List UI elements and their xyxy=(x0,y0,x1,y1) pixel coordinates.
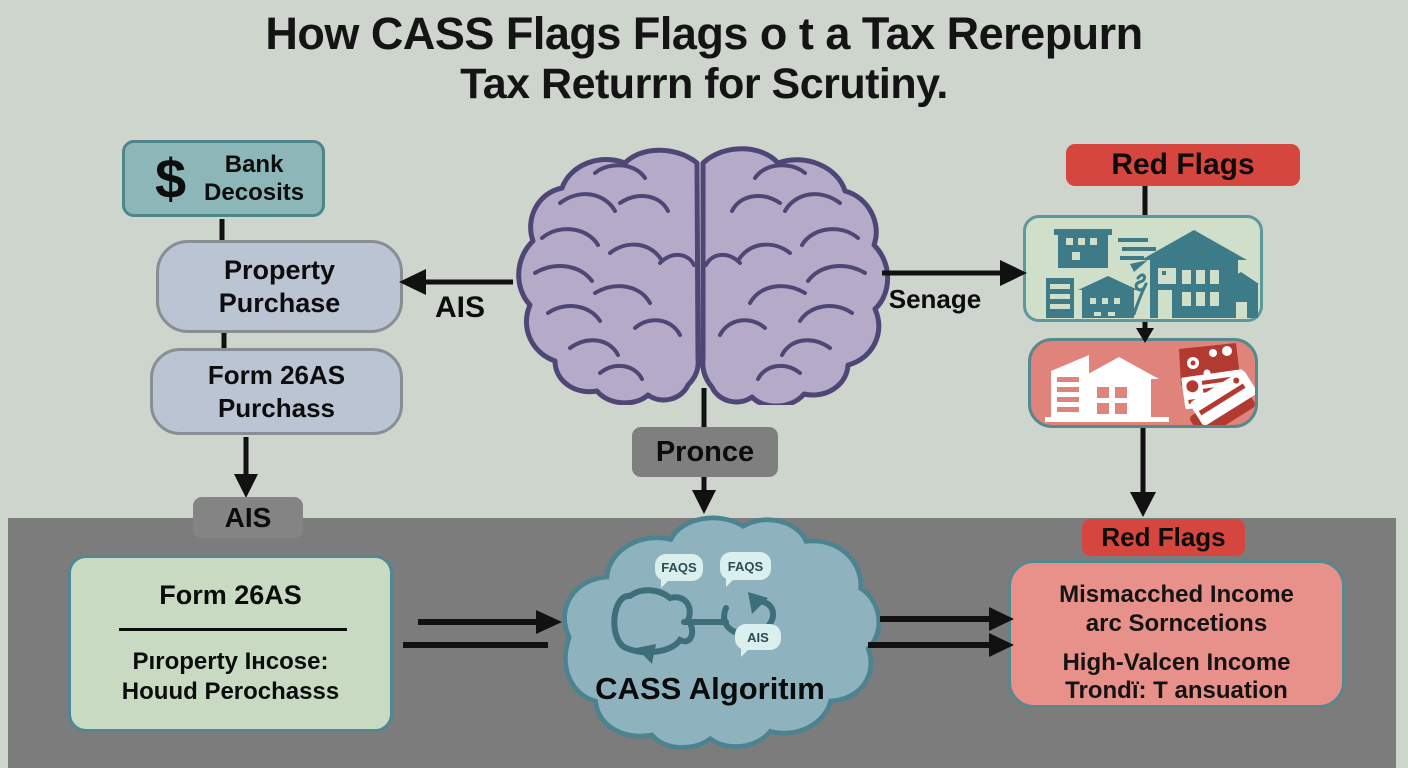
dollar-icon: $ xyxy=(155,146,187,210)
ais-arrow-label: AIS xyxy=(434,291,485,324)
page-title-line1: How CASS Flags Flags o t a Tax Rerepurn xyxy=(265,8,1143,59)
high-value-assets-box xyxy=(1023,215,1263,322)
cass-algorithm-label: CASS Algoritım xyxy=(595,671,825,706)
brain-left-hemisphere xyxy=(516,147,701,405)
data-sources-box: Form 26AS Pıroperty Iнcose: Houud Peroch… xyxy=(68,555,393,732)
red-flags-detail-box: Mismacched Income arc Sorncetions High-V… xyxy=(1008,560,1345,708)
pronce-chip: Pronce xyxy=(632,427,778,477)
form-26as-box: Form 26AS Purchass xyxy=(150,348,403,435)
data-sources-line1: Pıroperty Iнcose: xyxy=(132,648,329,675)
brain-illustration xyxy=(516,146,891,405)
arrowhead-pronce-cloud xyxy=(692,490,716,514)
red-flags-banner-bottom: Red Flags xyxy=(1082,519,1245,556)
cass-algorithm-cloud xyxy=(562,515,882,750)
faq-bubble-1: FAQS xyxy=(655,554,703,588)
bank-deposits-box: $ Bank Decosits xyxy=(122,140,325,217)
red-flag-line3: High-Valcen Income xyxy=(1062,649,1291,676)
red-flag-line1: Mismacched Income xyxy=(1059,581,1294,608)
property-purchase-box: Property Purchase xyxy=(156,240,403,333)
arrowhead-pink-redflags xyxy=(1130,492,1156,517)
ais-chip: AIS xyxy=(193,497,303,538)
arrowhead-form-ais xyxy=(234,474,258,498)
ais-bubble: AIS xyxy=(735,624,781,657)
property-cash-icon xyxy=(1045,343,1255,425)
faq-bubble-2: FAQS xyxy=(720,552,771,587)
brain-right-hemisphere xyxy=(700,146,891,405)
property-documents-box xyxy=(1028,338,1258,428)
buildings-houses-icon xyxy=(1046,229,1259,318)
data-sources-heading: Form 26AS xyxy=(159,580,302,610)
senage-arrow-label: Senage xyxy=(888,284,982,314)
data-sources-line2: Houud Perochasss xyxy=(121,678,340,705)
red-flags-banner-top: Red Flags xyxy=(1066,144,1300,186)
bank-deposits-label: Bank Decosits xyxy=(204,150,305,206)
red-flag-line2: arc Sorncetions xyxy=(1085,610,1268,637)
brain-folds xyxy=(533,163,867,381)
red-flag-line4: Trondï: T ansuation xyxy=(1065,677,1288,704)
page-title-line2: Tax Returrn for Scrutiny. xyxy=(460,60,948,108)
divider-line xyxy=(119,628,347,631)
